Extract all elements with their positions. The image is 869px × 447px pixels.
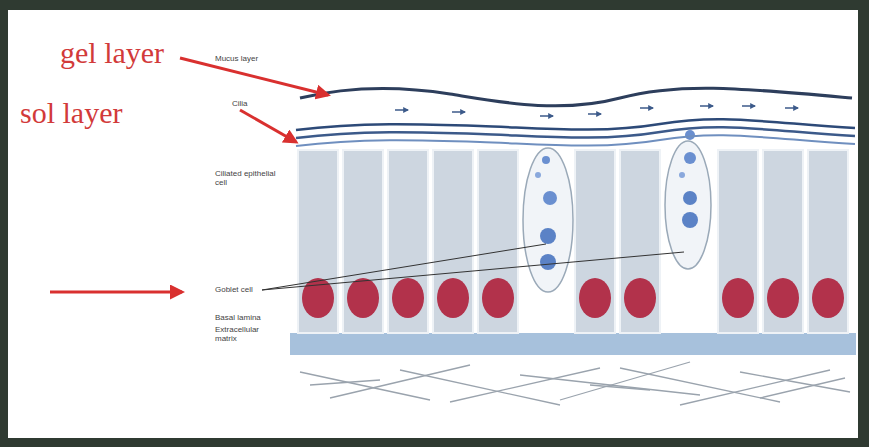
layer-annotation: gel layer (60, 36, 200, 69)
flow-arrows (395, 106, 798, 116)
part-label: Mucus layer (215, 55, 295, 64)
cilia-lines (296, 119, 855, 146)
leader-lines (262, 244, 684, 290)
mucus-line (300, 88, 852, 106)
layer-annotation: sol layer (20, 96, 160, 129)
ciliated-cells (298, 150, 848, 333)
basal-lamina-band (290, 333, 856, 355)
part-label: Basal lamina (215, 314, 285, 323)
part-label: Goblet cell (215, 286, 275, 295)
goblet-cells (523, 130, 711, 292)
nuclei (302, 278, 844, 318)
red-arrows (50, 58, 328, 292)
matrix-fibres (300, 362, 850, 405)
part-label: Ciliated epithelial cell (215, 170, 287, 188)
part-label: Cilia (232, 100, 292, 109)
part-label: Extracellular matrix (215, 326, 275, 344)
